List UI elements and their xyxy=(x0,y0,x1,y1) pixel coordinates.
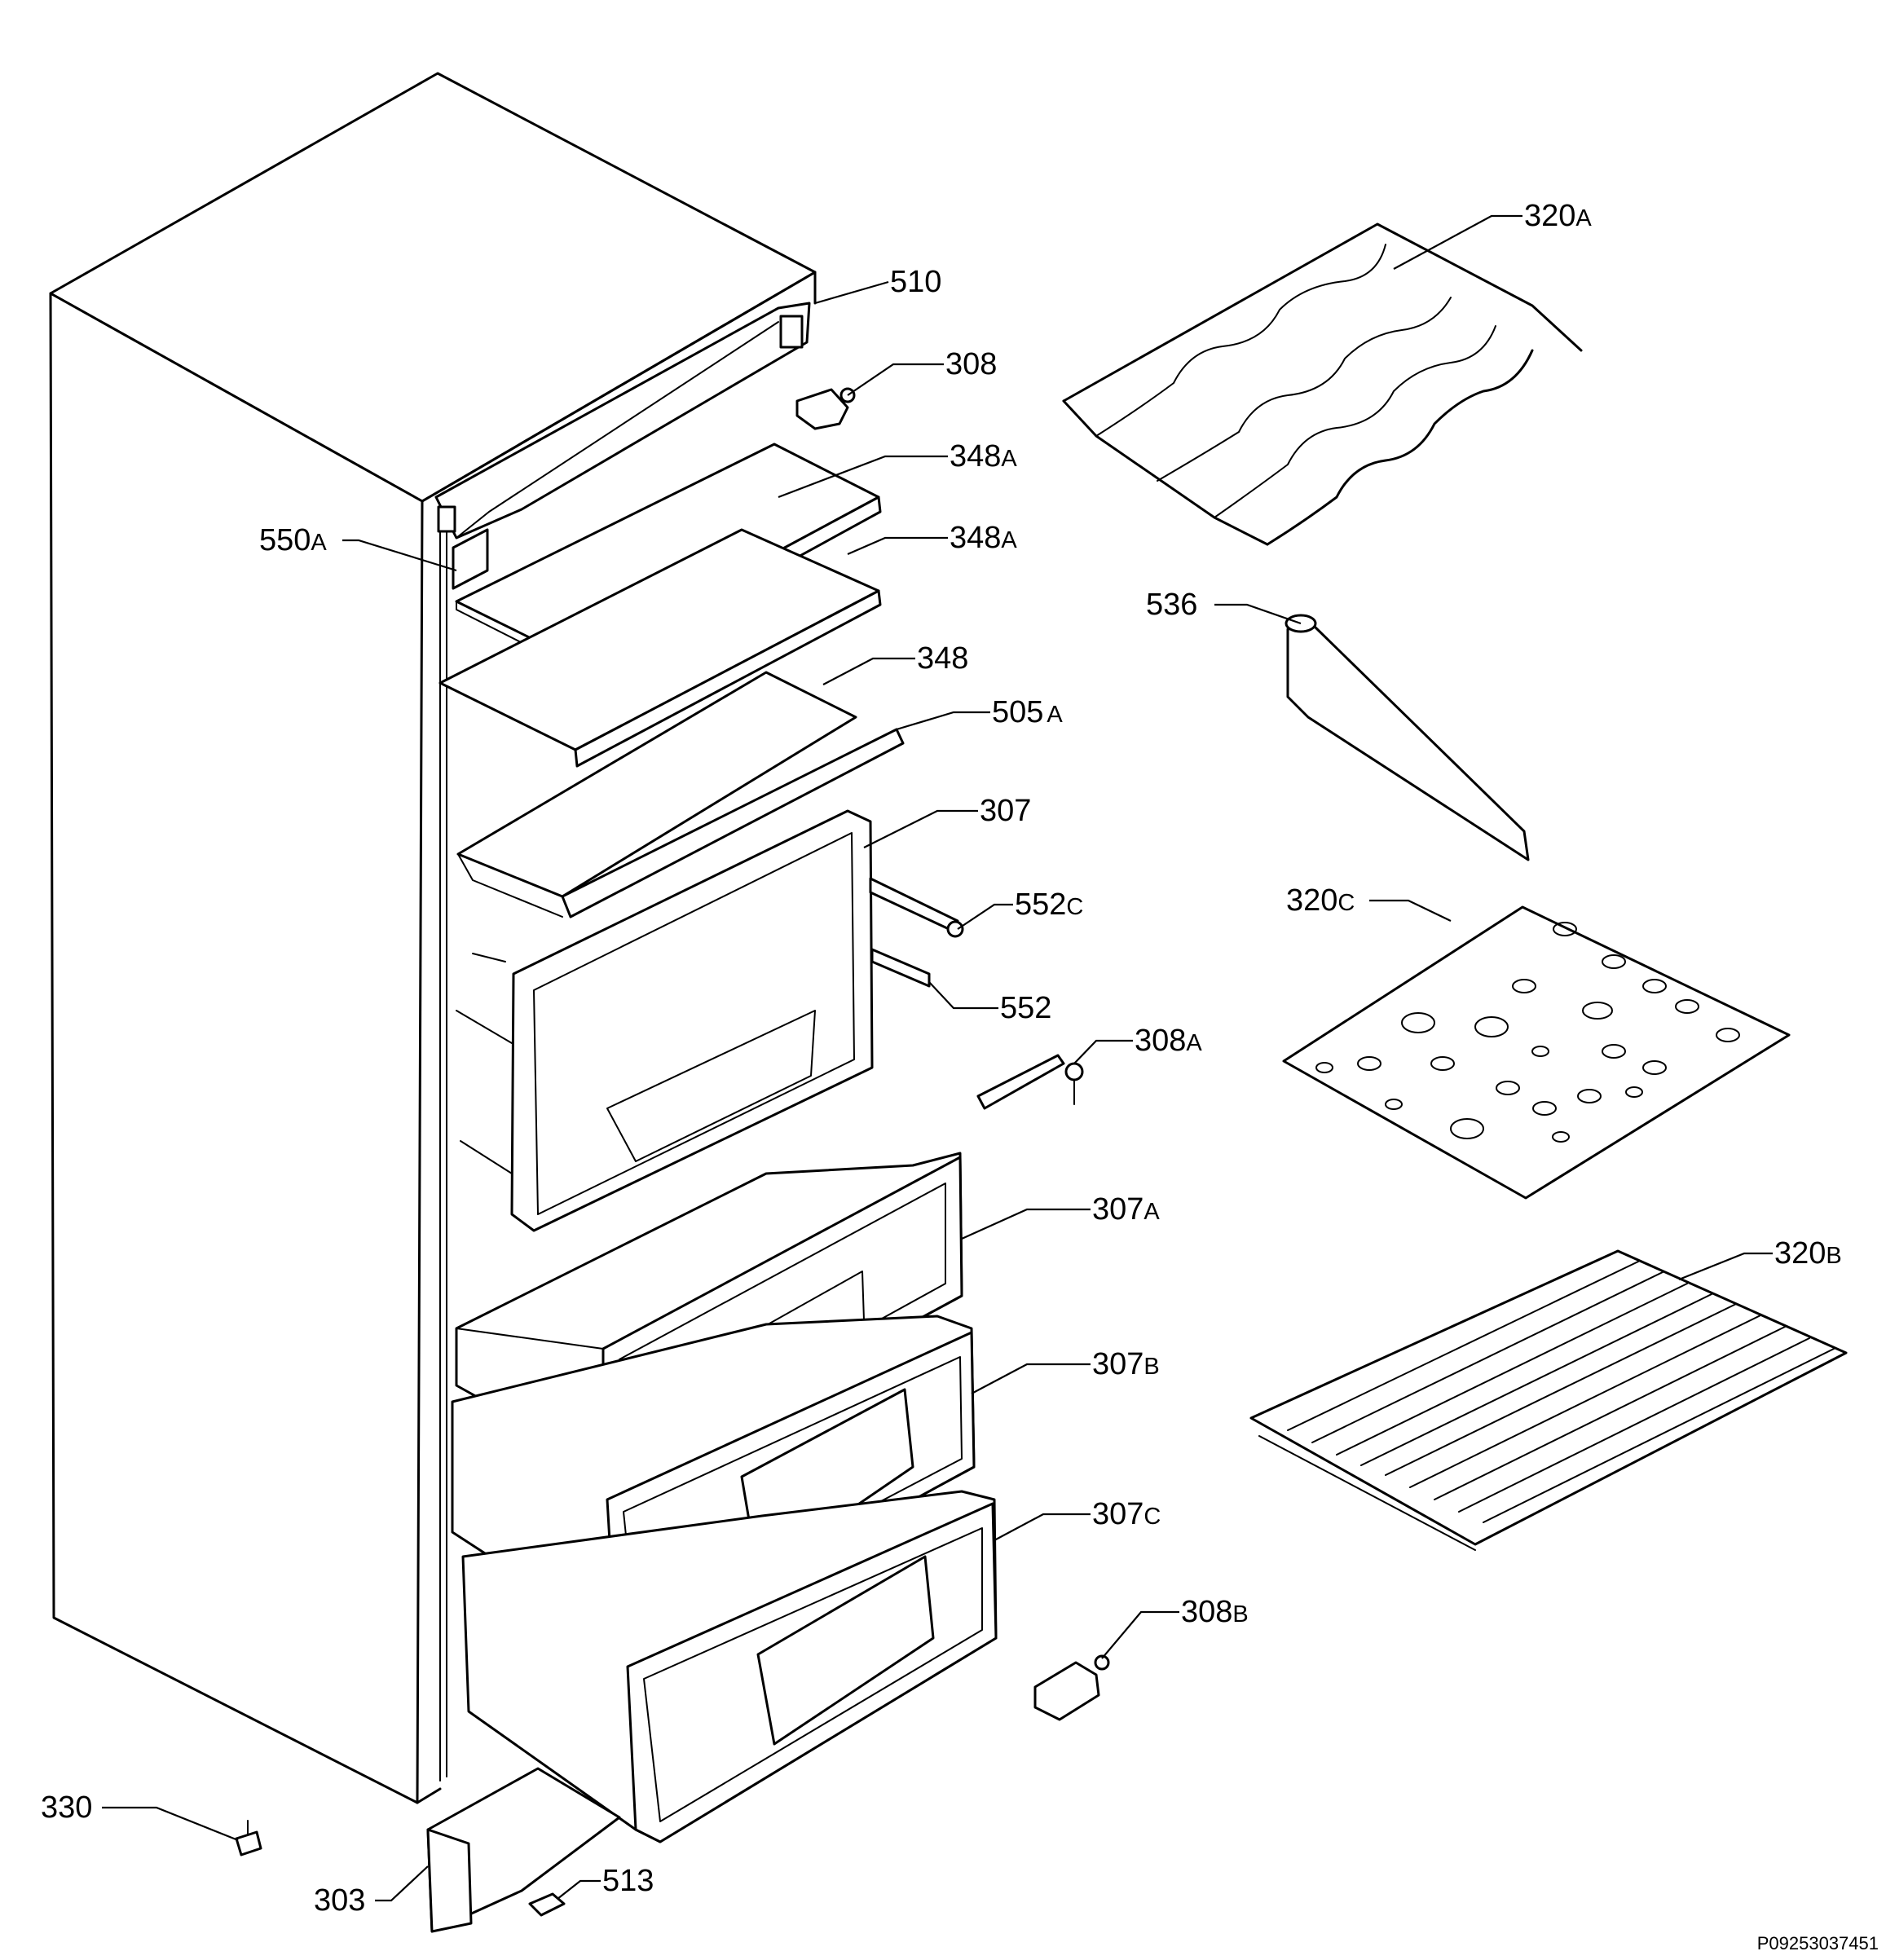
drawer-307 xyxy=(456,809,874,1232)
label-320c: 320C xyxy=(1286,883,1355,918)
label-348a-2: 348A xyxy=(950,521,1017,555)
label-330: 330 xyxy=(41,1790,92,1825)
label-308a: 308A xyxy=(1135,1024,1202,1058)
label-307b: 307B xyxy=(1092,1347,1160,1381)
label-307a: 307A xyxy=(1092,1192,1160,1227)
label-536: 536 xyxy=(1146,588,1197,622)
label-550a: 550A xyxy=(259,523,327,557)
cabinet-body xyxy=(49,72,817,1804)
leader-lines xyxy=(102,214,1773,1902)
label-303: 303 xyxy=(314,1883,365,1918)
perforated-plate-320c xyxy=(1282,905,1791,1200)
label-307c: 307C xyxy=(1092,1497,1161,1531)
crisper-cover-348 xyxy=(456,671,905,918)
wire-shelf-320b xyxy=(1249,1249,1848,1551)
rail-552c xyxy=(869,877,964,938)
part-513 xyxy=(528,1892,566,1917)
hinge-308 xyxy=(795,387,856,430)
label-320b: 320B xyxy=(1774,1236,1842,1271)
label-510: 510 xyxy=(890,265,941,299)
label-320a: 320A xyxy=(1524,199,1592,233)
label-348: 348 xyxy=(917,641,968,676)
plate-550a xyxy=(452,528,489,590)
hinge-308a xyxy=(976,1054,1084,1110)
reference-code: P09253037451 xyxy=(1757,1933,1879,1953)
rail-552 xyxy=(870,948,931,988)
divider-536 xyxy=(1285,614,1530,861)
light-cover-510 xyxy=(434,302,811,540)
label-308b: 308B xyxy=(1181,1595,1249,1629)
label-307: 307 xyxy=(980,794,1031,828)
label-348a-1: 348A xyxy=(950,439,1017,473)
label-513: 513 xyxy=(602,1864,654,1898)
foot-330 xyxy=(235,1820,262,1856)
plinth-303 xyxy=(426,1767,621,1933)
label-552c: 552C xyxy=(1015,888,1083,922)
drawer-307c xyxy=(461,1490,998,1843)
glass-shelf-348a-2 xyxy=(438,528,882,768)
bottle-rack-320a xyxy=(1062,222,1583,546)
hinge-308b xyxy=(1033,1654,1110,1721)
label-308: 308 xyxy=(945,347,997,381)
label-552: 552 xyxy=(1000,991,1051,1025)
